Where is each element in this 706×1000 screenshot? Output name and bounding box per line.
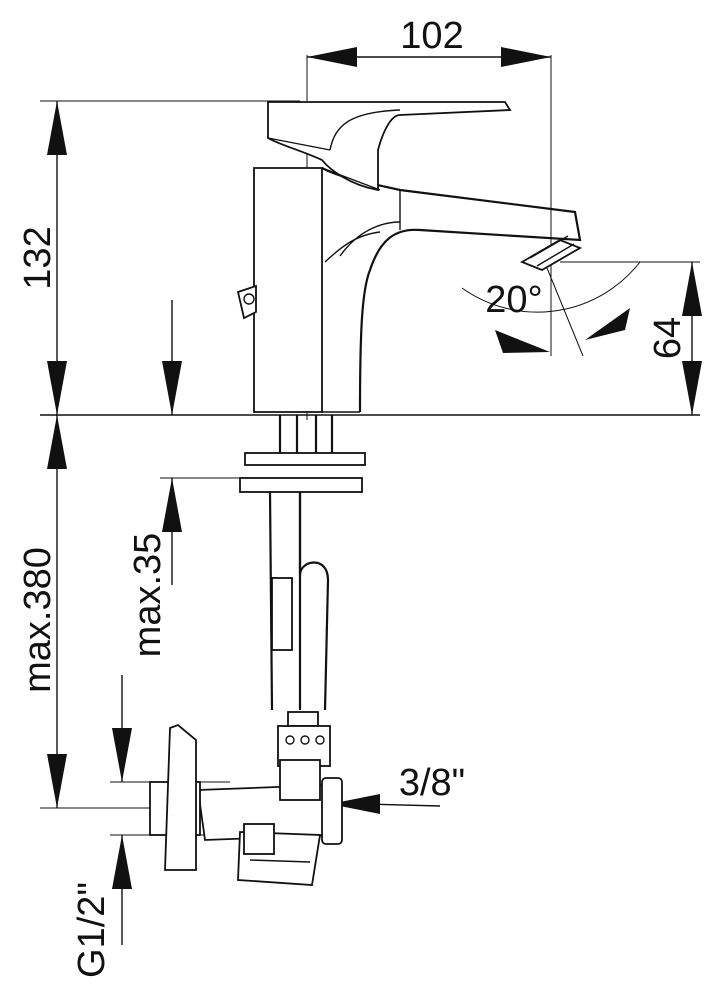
- faucet-body: [236, 101, 583, 413]
- max380-arrow-top: [47, 415, 67, 469]
- g12-arrow-top: [112, 728, 132, 782]
- angle-arrow-left: [495, 330, 550, 353]
- spout-height-label: 64: [647, 317, 689, 359]
- reach-label: 102: [400, 15, 463, 57]
- mounting-assembly: [149, 415, 366, 886]
- hose-clip: [271, 577, 293, 651]
- reach-arrow-right: [501, 47, 551, 67]
- spout-height-dimension: 64: [560, 261, 702, 415]
- angle-label: 20°: [485, 279, 542, 321]
- max35-arrow-top: [162, 361, 182, 415]
- valve-outlet-nut: [321, 777, 343, 845]
- reach-arrow-left: [307, 47, 357, 67]
- height-dimension: 132: [17, 100, 300, 415]
- height-label: 132: [17, 226, 59, 289]
- mounting-washer: [244, 452, 366, 466]
- shutoff-stem: [243, 823, 275, 855]
- max380-label: max.380: [17, 547, 59, 693]
- max-hose-dimension: max.380: [17, 415, 160, 809]
- aerator: [519, 239, 583, 271]
- angle-arrow-right: [585, 308, 630, 340]
- reach-dimension: 102: [306, 15, 552, 420]
- max380-arrow-bottom: [47, 754, 67, 808]
- valve-nut: [279, 759, 321, 801]
- flexible-hose: [298, 492, 330, 711]
- max35-arrow-bottom: [162, 478, 182, 532]
- hose-coupling-top: [287, 711, 319, 727]
- height-arrow-top: [47, 101, 67, 155]
- thread38-label: 3/8": [399, 762, 465, 804]
- lever-handle: [267, 101, 512, 192]
- g12-label: G1/2": [71, 882, 113, 978]
- thread38-arrow-right: [330, 794, 380, 814]
- height-arrow-bottom: [47, 361, 67, 415]
- g12-arrow-bottom: [112, 835, 132, 889]
- spout-height-arrow-top: [682, 262, 702, 316]
- max35-label: max.35: [127, 533, 169, 658]
- swivel-angle-dimension: 20°: [461, 240, 641, 357]
- spout-height-arrow-bottom: [682, 361, 702, 415]
- max-thickness-dimension: max.35: [127, 300, 360, 657]
- mounting-plate: [239, 477, 363, 493]
- escutcheon-rosette: [164, 723, 197, 871]
- faucet-column: [253, 167, 323, 413]
